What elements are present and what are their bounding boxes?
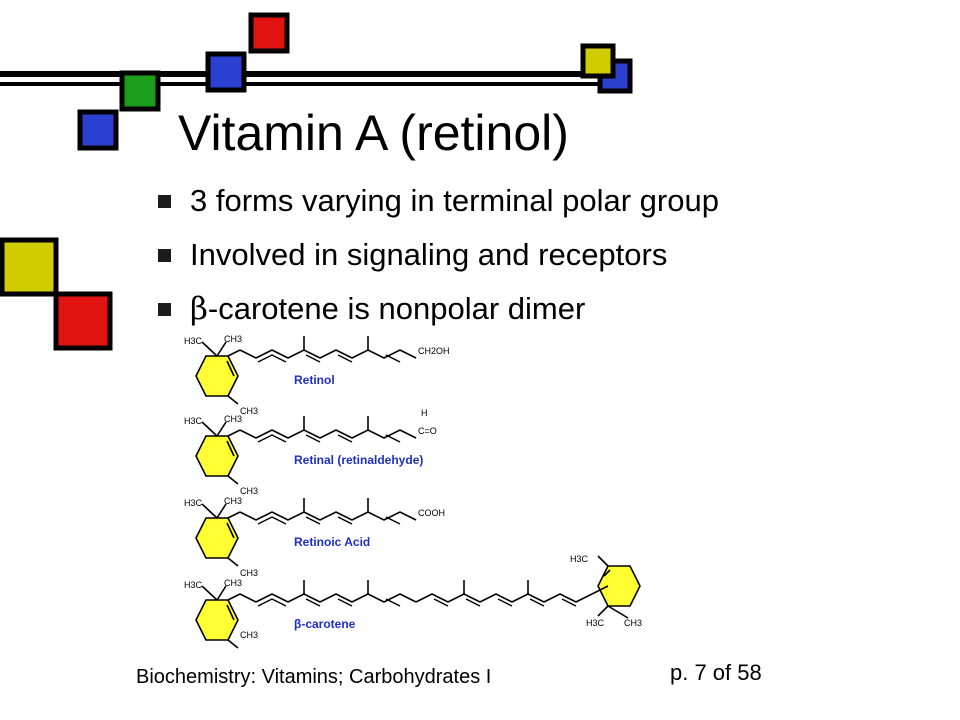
retinoic-acid-structure: H3C CH3 CH3 COOH Retinoic Acid	[184, 496, 445, 578]
atom-label: CH3	[224, 578, 242, 588]
bullet-text: 3 forms varying in terminal polar group	[190, 183, 719, 218]
bullet-square-icon	[158, 303, 171, 316]
atom-label: H3C	[570, 554, 589, 564]
bullet-item: β-carotene is nonpolar dimer	[158, 286, 719, 340]
retinol-structure: H3C CH3 CH3 CH2OH Retinol	[184, 334, 450, 416]
bullet-item: Involved in signaling and receptors	[158, 232, 719, 286]
beta-symbol: β	[190, 291, 208, 327]
atom-label: H3C	[184, 498, 203, 508]
atom-label: CH3	[240, 630, 258, 640]
aldehyde-h: H	[421, 408, 428, 418]
structure-label: Retinal (retinaldehyde)	[294, 453, 423, 467]
footer-course-title: Biochemistry: Vitamins; Carbohydrates I	[136, 666, 492, 688]
atom-label: CH3	[224, 496, 242, 506]
bullet-list: 3 forms varying in terminal polar group …	[158, 178, 719, 340]
atom-label: H3C	[586, 618, 605, 628]
bullet-text: -carotene is nonpolar dimer	[207, 291, 586, 326]
structure-label: β-carotene	[294, 617, 356, 631]
atom-label: H3C	[184, 580, 203, 590]
atom-label: CH3	[224, 334, 242, 344]
atom-label: CH3	[224, 414, 242, 424]
retinoid-structures-figure: H3C CH3 CH3 CH2OH Retinol H3C CH3 CH3 H …	[184, 334, 642, 649]
footer-page-number: p. 7 of 58	[670, 660, 762, 685]
bullet-item: 3 forms varying in terminal polar group	[158, 178, 719, 232]
terminal-group: COOH	[418, 508, 445, 518]
structure-label: Retinoic Acid	[294, 535, 370, 549]
atom-label: H3C	[184, 336, 203, 346]
bullet-square-icon	[158, 249, 171, 262]
decorative-lines	[0, 71, 610, 86]
slide-title: Vitamin A (retinol)	[178, 105, 569, 161]
structure-label: Retinol	[294, 373, 335, 387]
bullet-text: Involved in signaling and receptors	[190, 237, 668, 272]
atom-label: H3C	[184, 416, 203, 426]
beta-carotene-structure: H3C CH3 CH3 H3C H3C CH3 β-carotene	[184, 554, 642, 649]
atom-label: CH3	[240, 406, 258, 416]
terminal-group: C=O	[418, 426, 437, 436]
decorative-squares	[0, 12, 633, 351]
atom-label: CH3	[240, 486, 258, 496]
atom-label: CH3	[624, 618, 642, 628]
atom-label: CH3	[240, 568, 258, 578]
bullet-square-icon	[158, 195, 171, 208]
retinal-structure: H3C CH3 CH3 H C=O Retinal (retinaldehyde…	[184, 408, 437, 496]
terminal-group: CH2OH	[418, 346, 450, 356]
